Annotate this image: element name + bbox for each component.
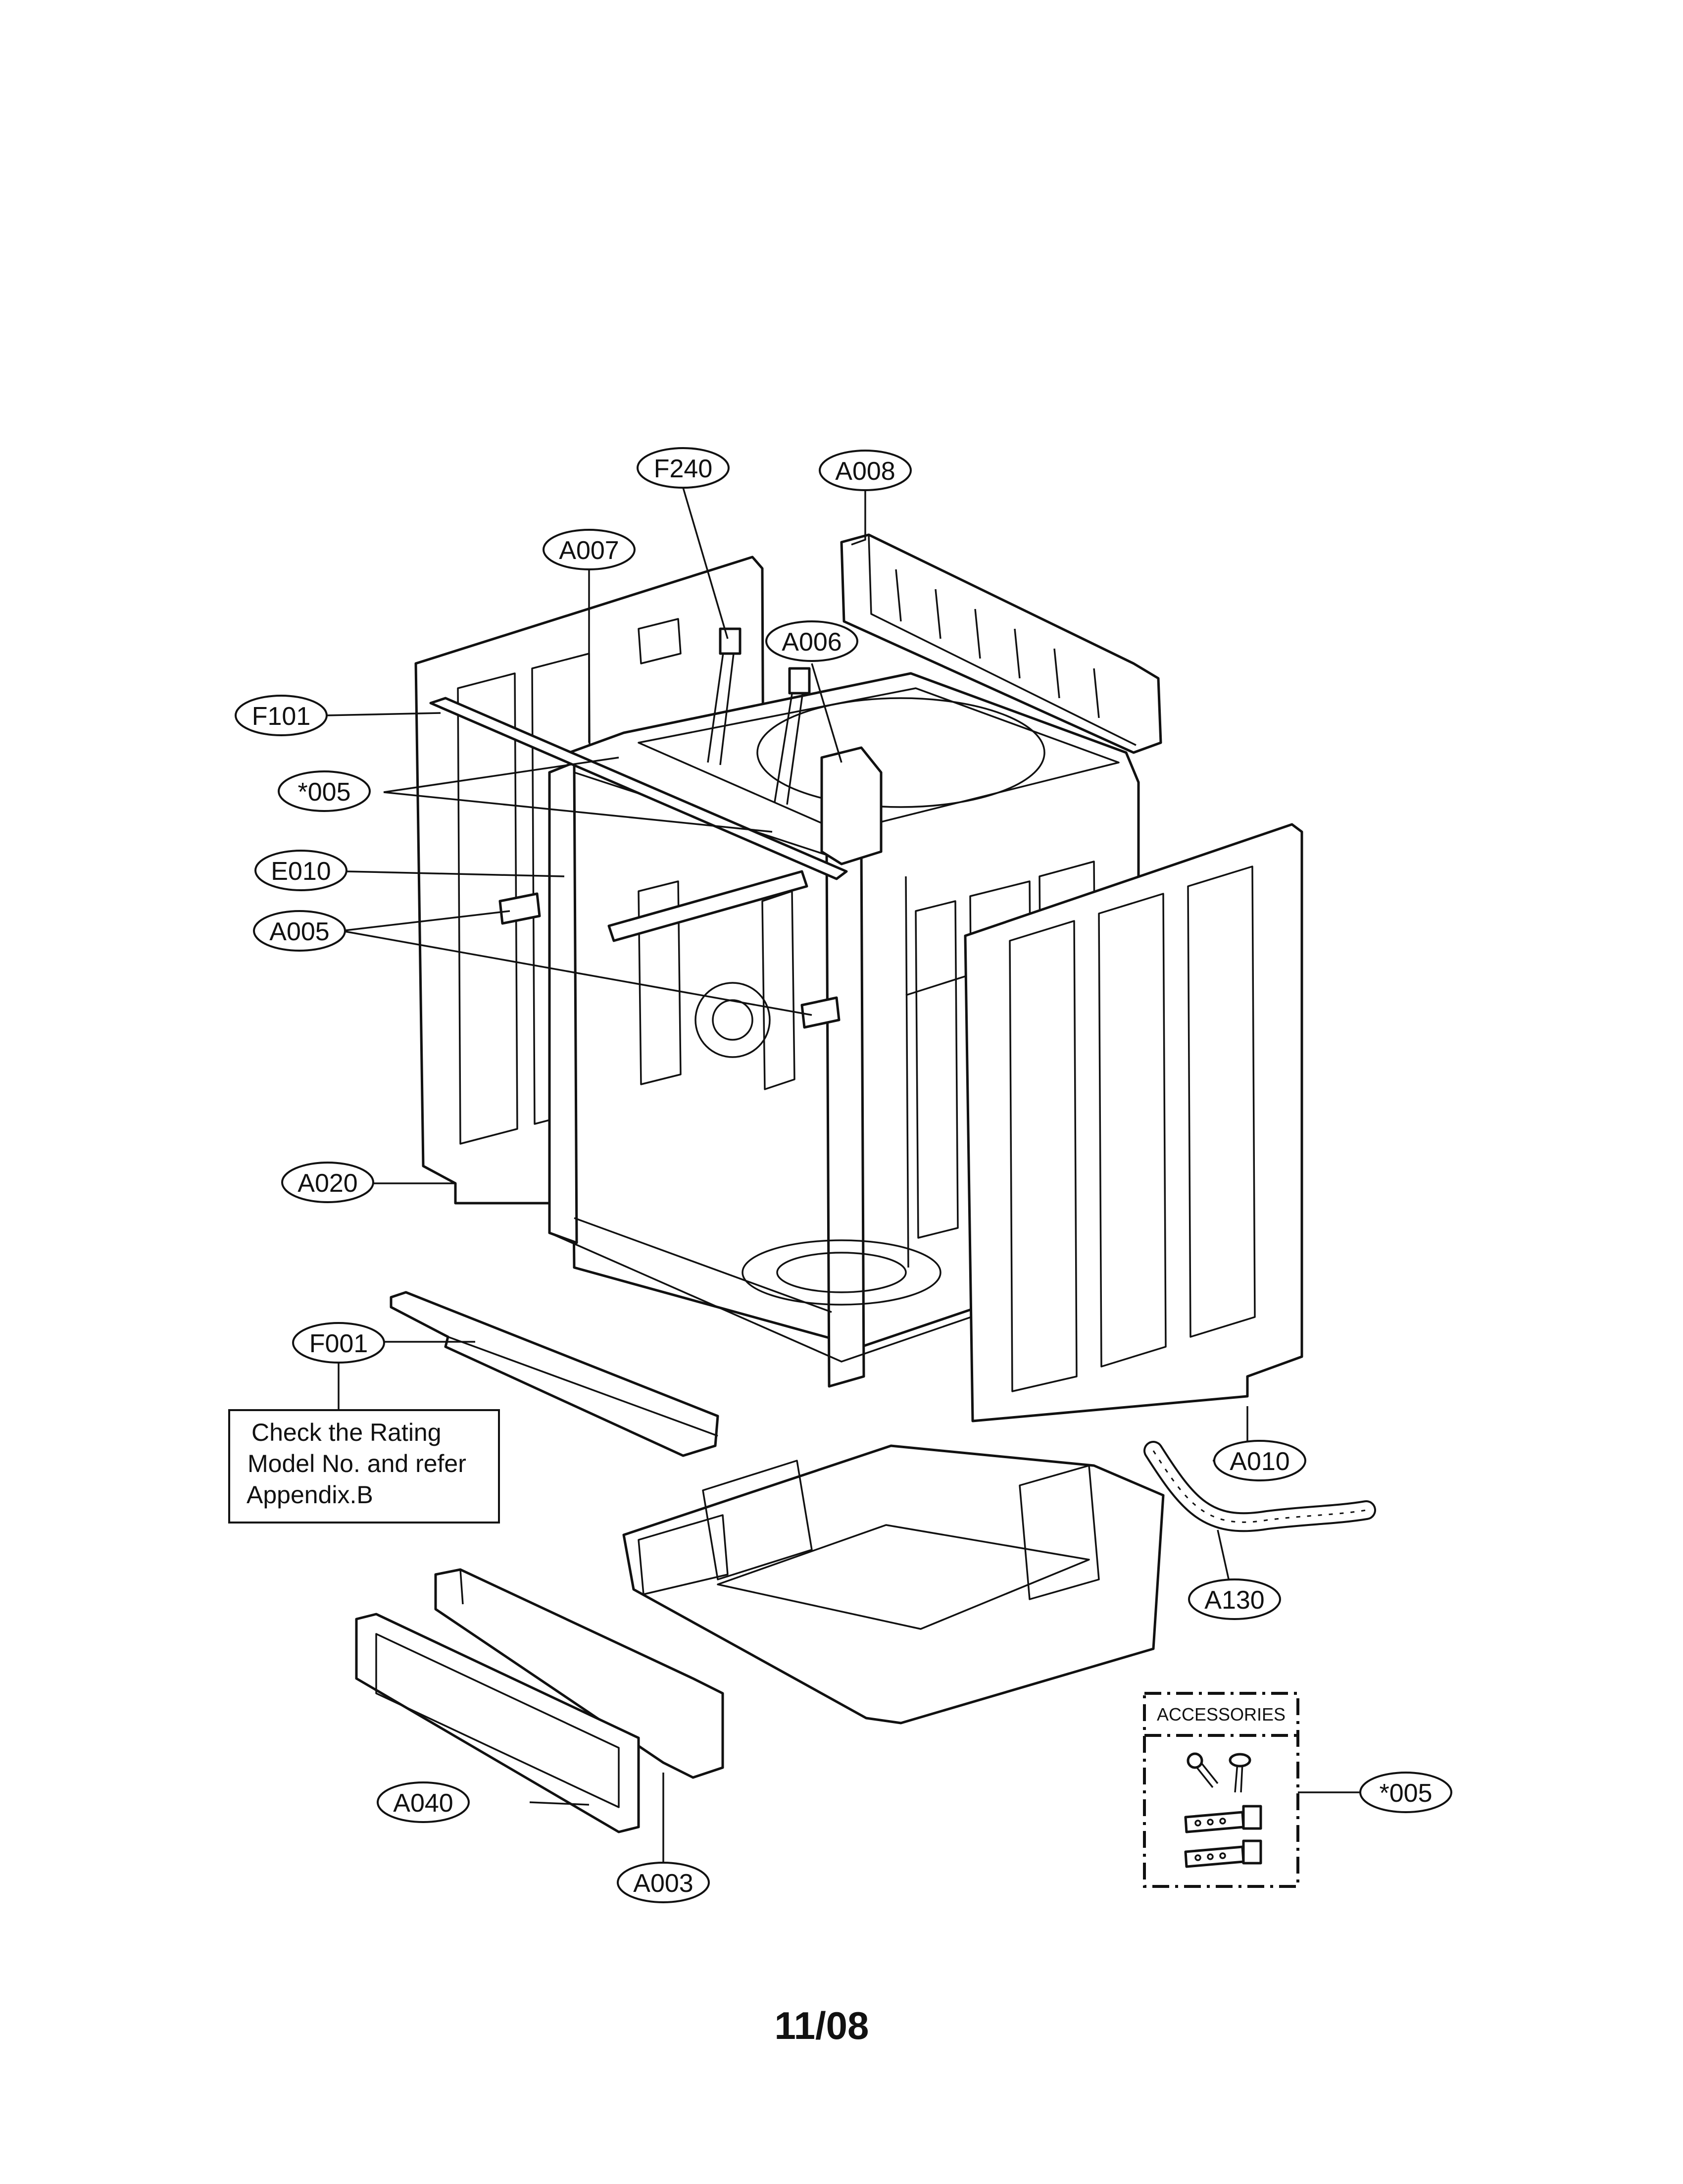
svg-text:Model No. and refer: Model No. and refer	[248, 1450, 466, 1477]
callout-a020: A020	[281, 1162, 374, 1203]
callout-005-upper: *005	[278, 770, 371, 812]
toe-kick-panel	[355, 1613, 640, 1833]
svg-text:*005: *005	[1380, 1779, 1433, 1808]
svg-text:Appendix.B: Appendix.B	[247, 1481, 373, 1509]
toe-kick-bracket	[434, 1568, 724, 1779]
callout-005-accessories: *005	[1359, 1772, 1452, 1813]
svg-text:A005: A005	[269, 917, 329, 946]
screw-icon	[1187, 1752, 1251, 1793]
leader-lines	[324, 483, 1364, 1864]
callout-e010: E010	[254, 850, 347, 891]
callout-f240: F240	[637, 447, 730, 489]
svg-text:E010: E010	[271, 857, 331, 886]
base-assembly	[622, 1444, 1165, 1725]
callout-a010: A010	[1213, 1440, 1306, 1481]
callout-f101: F101	[235, 695, 328, 736]
bracket-icon	[1184, 1805, 1262, 1868]
svg-text:Check the Rating: Check the Rating	[251, 1419, 442, 1446]
callout-a007: A007	[543, 529, 636, 570]
svg-text:F001: F001	[309, 1329, 368, 1358]
svg-text:A006: A006	[782, 628, 842, 657]
svg-text:A010: A010	[1230, 1447, 1289, 1476]
svg-text:F101: F101	[252, 702, 311, 731]
front-frame	[548, 761, 1000, 1388]
svg-text:A003: A003	[633, 1869, 693, 1898]
drain-hose	[1143, 1441, 1376, 1532]
svg-text:A040: A040	[393, 1789, 453, 1818]
callout-a008: A008	[819, 450, 912, 491]
top-rail	[429, 697, 848, 880]
svg-text:A007: A007	[559, 536, 619, 565]
small-brackets	[498, 892, 841, 1029]
accessories-box: ACCESSORIES	[1143, 1692, 1299, 1888]
svg-text:A020: A020	[297, 1169, 357, 1198]
callout-f001: F001	[292, 1322, 385, 1364]
callout-a003: A003	[617, 1862, 710, 1903]
rear-top-frame	[840, 533, 1162, 754]
callout-a040: A040	[377, 1781, 470, 1823]
right-side-panel	[964, 823, 1303, 1422]
accessories-label: ACCESSORIES	[1157, 1704, 1286, 1725]
callout-a006: A006	[765, 620, 858, 662]
top-bracket	[820, 746, 883, 865]
page-number: 11/08	[775, 2004, 869, 2047]
svg-text:A008: A008	[835, 457, 895, 486]
svg-text:*005: *005	[298, 778, 351, 807]
svg-text:F240: F240	[654, 455, 713, 483]
tube-assemblies	[707, 627, 811, 805]
middle-rail	[607, 870, 808, 942]
rating-note-box: Check the Rating Model No. and refer App…	[228, 1409, 500, 1524]
callout-a005: A005	[253, 910, 346, 952]
svg-text:A130: A130	[1204, 1586, 1264, 1615]
callout-a130: A130	[1188, 1578, 1281, 1620]
lower-cover	[390, 1291, 719, 1457]
